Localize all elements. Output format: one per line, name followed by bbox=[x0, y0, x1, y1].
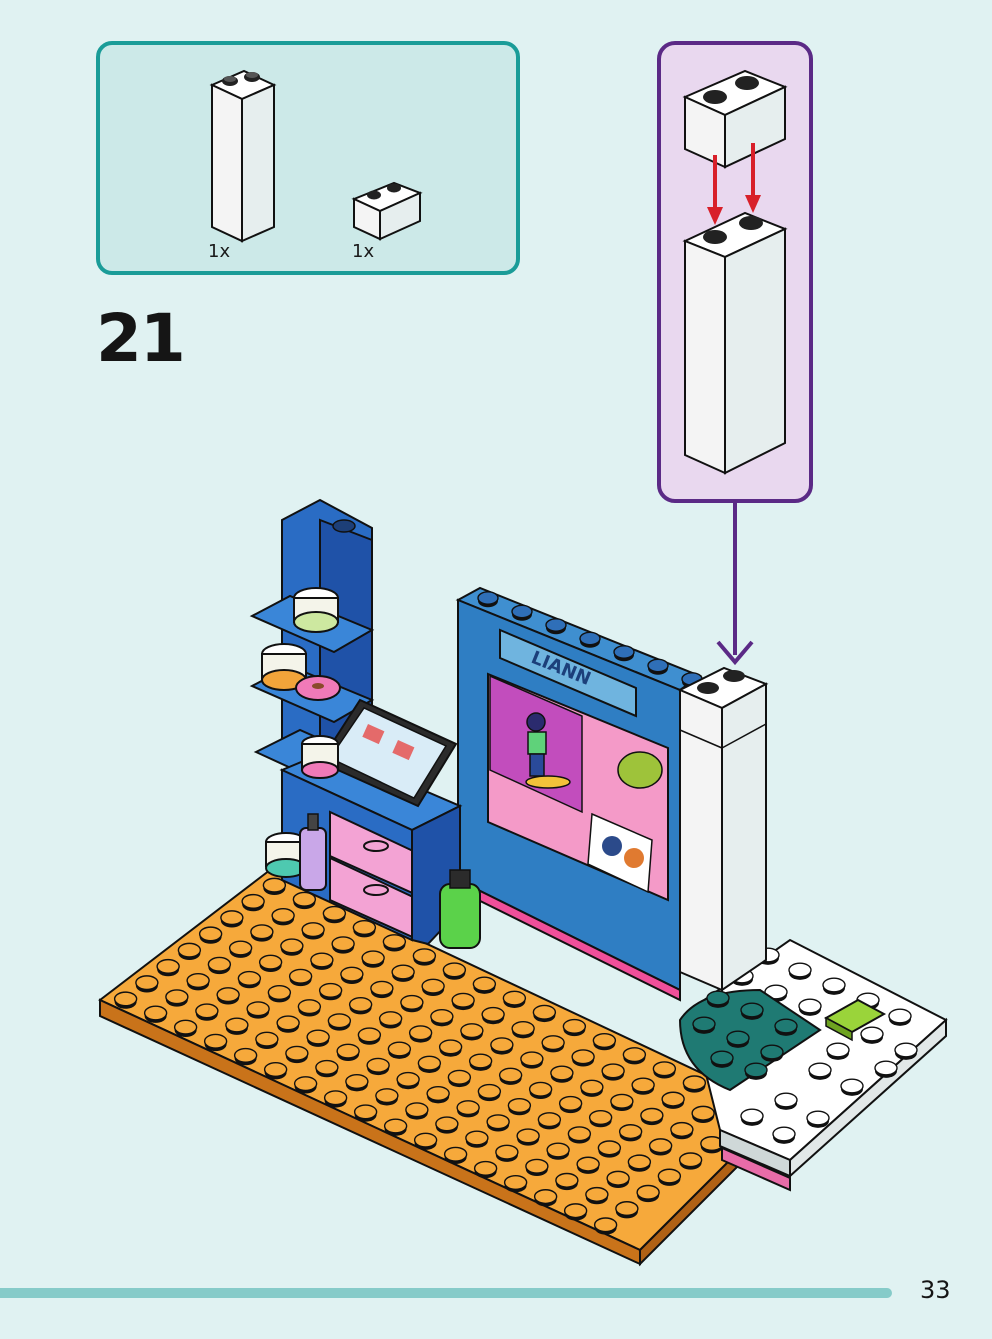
bottles bbox=[299, 813, 481, 949]
part-quantity: 1x bbox=[208, 241, 231, 262]
poster-wall: LIANN bbox=[455, 586, 703, 1002]
tablet bbox=[318, 698, 458, 808]
callout-connector-arrowhead bbox=[716, 640, 754, 666]
footer-bar bbox=[0, 1288, 892, 1298]
placed-white-tall-brick bbox=[677, 666, 769, 992]
white-small-brick-part bbox=[351, 181, 423, 241]
sub-assembly-illustration bbox=[682, 69, 788, 475]
sub-assembly-callout bbox=[657, 41, 813, 503]
baseplate-studs bbox=[113, 877, 767, 1235]
poster-wall-studs bbox=[477, 591, 703, 689]
step-number: 21 bbox=[96, 300, 186, 377]
page-number: 33 bbox=[920, 1276, 951, 1304]
teal-plate-studs bbox=[692, 990, 798, 1080]
white-tall-brick-part bbox=[209, 69, 277, 243]
shelf-food bbox=[261, 587, 341, 878]
parts-list-box: 1x 1x bbox=[96, 41, 520, 275]
part-quantity: 1x bbox=[352, 241, 375, 262]
